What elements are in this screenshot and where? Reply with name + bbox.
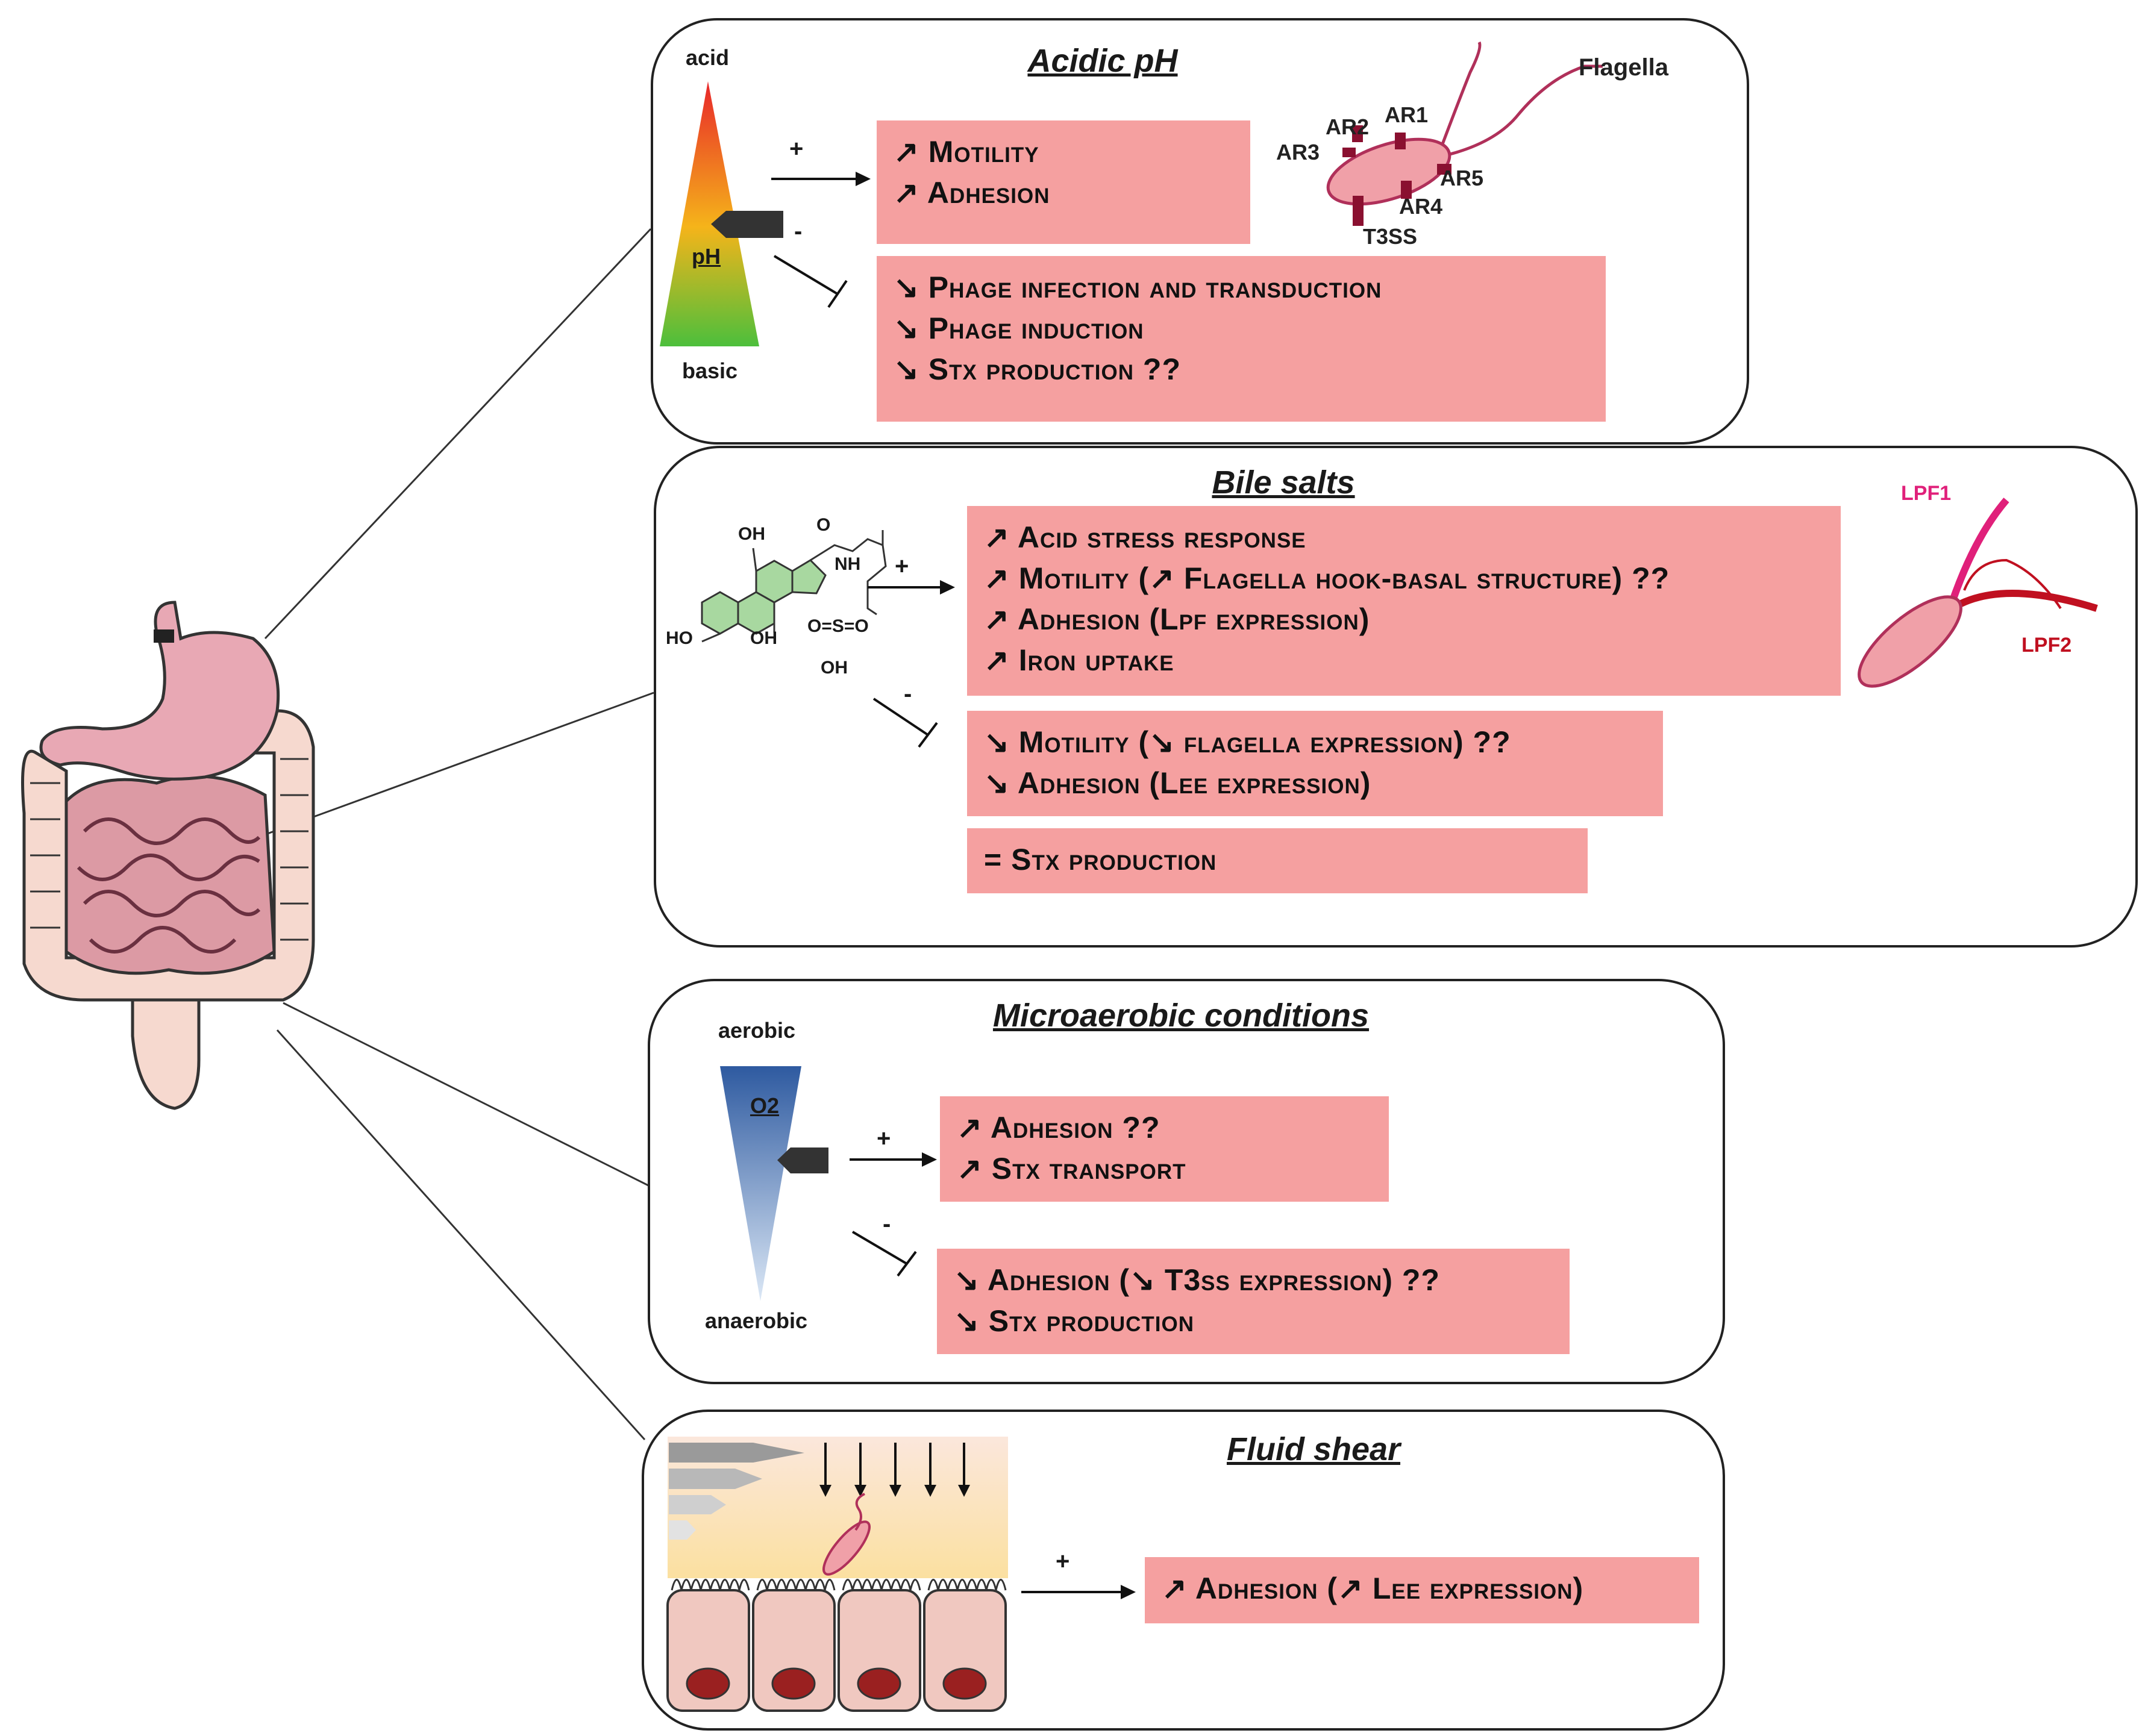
- cell-nuclei: [686, 1667, 987, 1700]
- molecule-label-ho: HO: [666, 628, 693, 648]
- large-intestine: [21, 709, 315, 1110]
- bacterium-label-ar5: AR5: [1440, 166, 1484, 190]
- flow-arrows: [669, 1443, 804, 1540]
- ph-label-basic: basic: [682, 358, 738, 383]
- molecule-label-sulfonyl: O=S=O: [807, 616, 869, 636]
- panel-title-acidic-ph: Acidic pH: [1027, 43, 1178, 79]
- oxygen-label-o2: O2: [750, 1093, 780, 1118]
- fimbriae-label-lpf2: LPF2: [2021, 634, 2072, 657]
- connector-stomach: [264, 228, 652, 640]
- bacterium-label-t3ss: T3SS: [1363, 224, 1418, 249]
- effect-line: = Stx production: [984, 843, 1217, 876]
- effect-line: ↗ Adhesion (↗ Lee expression): [1162, 1572, 1584, 1605]
- oxygen-inhibition-line: [851, 1231, 908, 1265]
- effect-line: ↘ Adhesion (↘ T3ss expression) ??: [954, 1263, 1440, 1297]
- bile-plus-sign: +: [895, 553, 909, 579]
- bacterium-label-ar2: AR2: [1326, 114, 1370, 139]
- effect-line: ↗ Adhesion ??: [957, 1111, 1160, 1144]
- bacterium-label-flagella: Flagella: [1579, 54, 1668, 81]
- effect-line: ↘ Phage induction: [894, 311, 1144, 345]
- molecule-label-oh-sulfonate: OH: [821, 658, 848, 678]
- ph-label-acid: acid: [686, 45, 730, 70]
- stomach: [39, 601, 280, 781]
- panel-title-bile-salts: Bile salts: [1212, 464, 1355, 501]
- bacterium-lpf: [1858, 498, 2098, 688]
- acidic-ph-increase-box: ↗ Motility ↗ Adhesion: [877, 120, 1250, 244]
- shear-plus-sign: +: [1056, 1548, 1070, 1575]
- fluid-shear-increase-box: ↗ Adhesion (↗ Lee expression): [1145, 1557, 1699, 1623]
- effect-line: ↗ Adhesion: [894, 176, 1050, 210]
- attached-bacterium: [822, 1493, 871, 1576]
- bacterium-label-ar4: AR4: [1399, 194, 1443, 219]
- oxygen-label-aerobic: aerobic: [718, 1018, 796, 1043]
- bile-inhibition-line: [872, 698, 929, 736]
- ph-minus-sign: -: [794, 218, 803, 245]
- oxygen-plus-sign: +: [877, 1125, 891, 1152]
- effect-line: ↘ Stx production: [954, 1304, 1195, 1338]
- bacterium-label-ar1: AR1: [1385, 102, 1429, 127]
- effect-line: ↗ Motility: [894, 135, 1039, 169]
- effect-line: ↗ Acid stress response: [984, 520, 1306, 554]
- microvilli: [671, 1579, 1007, 1591]
- ph-gradient-triangle: [660, 81, 759, 346]
- effect-line: ↘ Adhesion (Lee expression): [984, 766, 1371, 800]
- oxygen-gradient-triangle: [720, 1066, 801, 1301]
- effect-line: ↗ Adhesion (Lpf expression): [984, 602, 1370, 636]
- bile-neutral-box: = Stx production: [967, 828, 1588, 893]
- molecule-label-nh: NH: [835, 554, 861, 574]
- ph-sensor-marker: [711, 211, 783, 238]
- bile-minus-sign: -: [904, 681, 912, 707]
- connector-rectum: [276, 1029, 646, 1441]
- effect-line: ↗ Motility (↗ Flagella hook-basal struct…: [984, 561, 1670, 595]
- oxygen-label-anaerobic: anaerobic: [705, 1308, 808, 1333]
- effect-line: ↘ Phage infection and transduction: [894, 270, 1382, 304]
- connector-colon: [283, 1002, 651, 1188]
- ph-inhibition-line: [773, 255, 839, 295]
- panel-title-fluid-shear: Fluid shear: [1226, 1431, 1401, 1467]
- effect-line: ↗ Stx transport: [957, 1152, 1186, 1185]
- bacterium-ar-flagella: [1326, 41, 1603, 226]
- molecule-label-o: O: [816, 515, 831, 535]
- bacterium-label-ar3: AR3: [1276, 140, 1320, 164]
- bile-decrease-box: ↘ Motility (↘ flagella expression) ?? ↘ …: [967, 711, 1663, 816]
- microaerobic-decrease-box: ↘ Adhesion (↘ T3ss expression) ?? ↘ Stx …: [937, 1249, 1570, 1354]
- ph-plus-sign: +: [789, 136, 804, 162]
- esophagus-top: [154, 629, 174, 643]
- microaerobic-increase-box: ↗ Adhesion ?? ↗ Stx transport: [940, 1096, 1389, 1202]
- intestine-folds: [30, 758, 308, 941]
- oxygen-sensor-marker: [777, 1147, 828, 1173]
- fimbriae-label-lpf1: LPF1: [1901, 482, 1952, 505]
- shear-pressure-arrows: [824, 1443, 965, 1491]
- small-intestine-loops: [77, 817, 261, 954]
- oxygen-minus-sign: -: [883, 1211, 891, 1237]
- panel-title-microaerobic: Microaerobic conditions: [992, 998, 1370, 1034]
- ph-label-ph: pH: [692, 244, 721, 269]
- effect-line: ↗ Iron uptake: [984, 643, 1174, 677]
- acidic-ph-decrease-box: ↘ Phage infection and transduction ↘ Pha…: [877, 256, 1606, 422]
- molecule-label-oh-top: OH: [738, 524, 765, 544]
- molecule-label-oh-bottom: OH: [750, 628, 777, 648]
- effect-line: ↘ Motility (↘ flagella expression) ??: [984, 725, 1511, 759]
- bile-increase-box: ↗ Acid stress response ↗ Motility (↗ Fla…: [967, 506, 1841, 696]
- effect-line: ↘ Stx production ??: [894, 352, 1182, 386]
